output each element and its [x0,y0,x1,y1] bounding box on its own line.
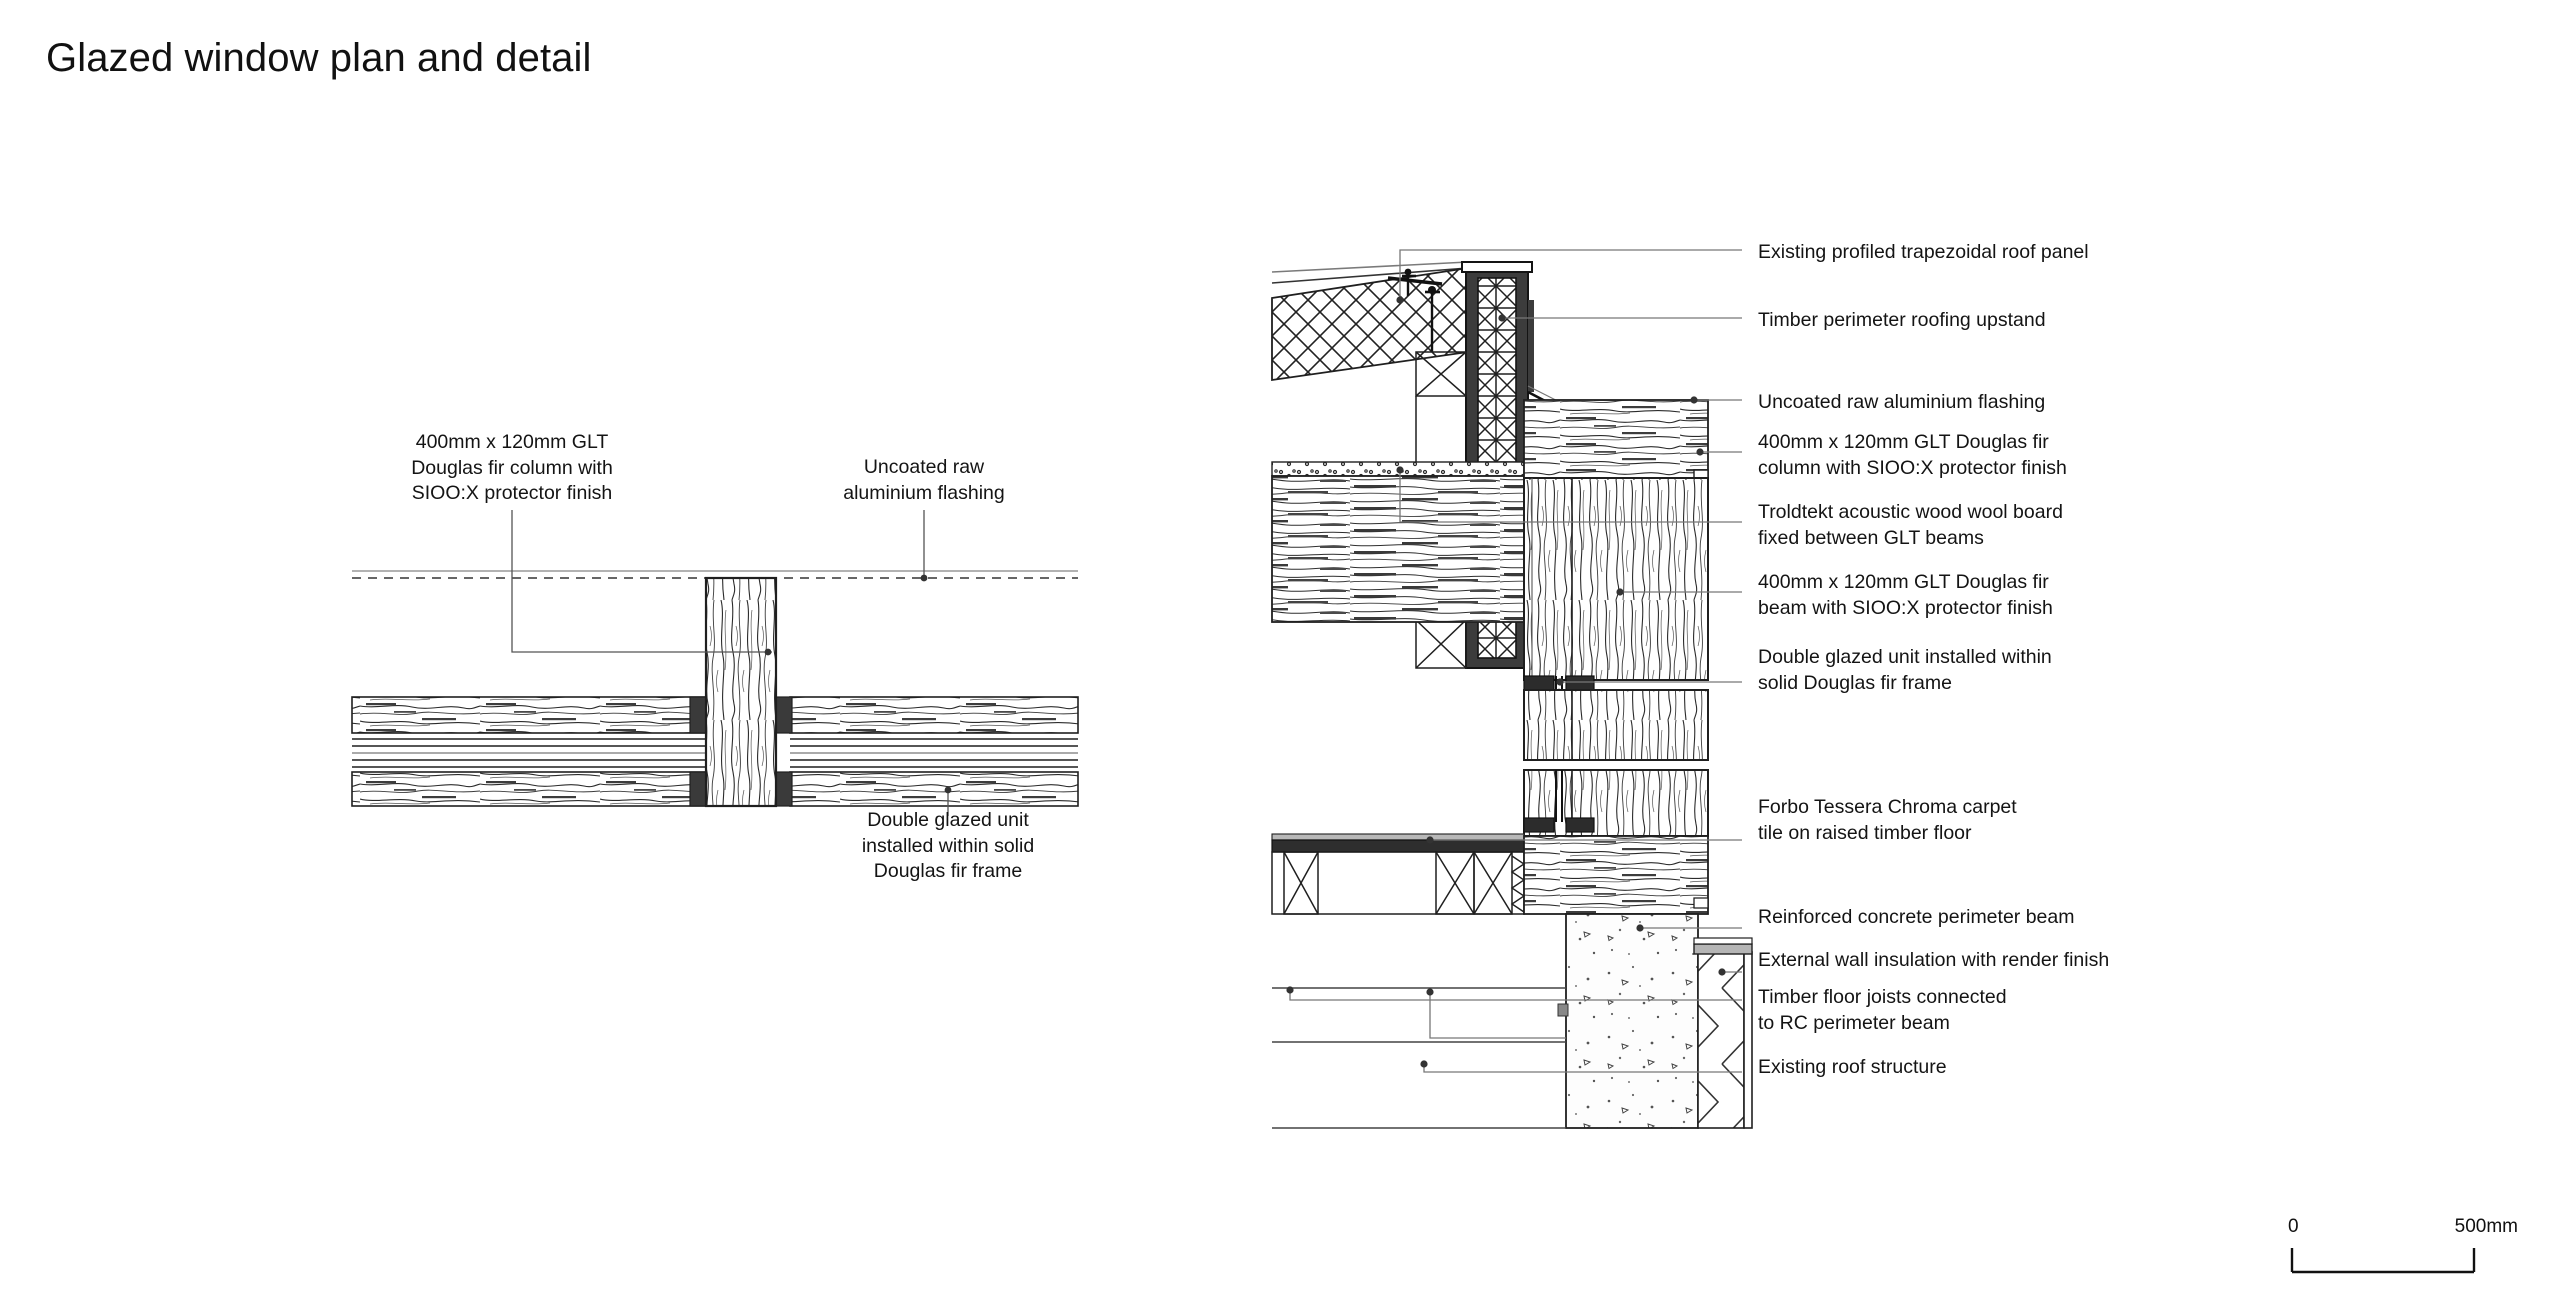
section-timber-sill-plate [1510,835,1709,915]
section-note-column: 400mm x 120mm GLT Douglas fir column wit… [1758,431,2067,479]
section-existing-roof-structure [1272,987,1566,1129]
section-note-upstand: Timber perimeter roofing upstand [1758,309,2046,331]
plan-glazing-right [789,696,1079,807]
section-note-flashing: Uncoated raw aluminium flashing [1758,391,2046,413]
section-note-joists: Timber floor joists connected to RC peri… [1758,986,2007,1034]
section-glazing-head [1523,675,1595,760]
plan-note-flashing: Uncoated raw aluminium flashing [843,456,1005,504]
section-note-roof-panel: Existing profiled trapezoidal roof panel [1758,241,2089,263]
section-glt-column-lower [1523,769,1709,837]
section-note-roof-structure: Existing roof structure [1758,1056,1947,1078]
section-note-rc-beam: Reinforced concrete perimeter beam [1758,906,2075,928]
section-glt-beam [1523,399,1709,479]
section-raised-floor [1271,833,1525,915]
plan-glt-column [704,576,778,808]
scale-bar-start-label: 0 [2288,1216,2299,1237]
section-upstand-blocking [1415,351,1467,669]
section-note-carpet: Forbo Tessera Chroma carpet tile on rais… [1758,796,2017,844]
section-note-beam: 400mm x 120mm GLT Douglas fir beam with … [1758,571,2053,619]
section-external-wall-insulation [1693,937,1753,1129]
plan-frame-packers [689,696,793,807]
section-glt-column-upper [1523,477,1709,681]
section-leaders [1286,249,1742,1073]
section-note-insulation: External wall insulation with render fin… [1758,949,2110,971]
plan-note-glazing: Double glazed unit installed within soli… [861,809,1035,882]
section-note-glazing: Double glazed unit installed within soli… [1758,646,2052,694]
section-glt-column-upper-tail [1523,689,1709,761]
section-note-troldtekt: Troldtekt acoustic wood wool board fixed… [1758,501,2063,549]
section-timber-upstand [1461,261,1534,669]
scale-bar-labels: 0 500mm [2288,1216,2518,1272]
plan-glazing-left [351,696,706,807]
scale-bar-end-label: 500mm [2454,1216,2518,1237]
page-title: Glazed window plan and detail [46,36,592,80]
plan-note-column: 400mm x 120mm GLT Douglas fir column wit… [411,431,613,504]
section-roof-panel [1271,261,1469,382]
section-troldtekt-board [1271,461,1525,623]
plan-leaders [511,510,952,816]
section-roof-fixings [1387,268,1443,352]
section-rc-perimeter-beam [1557,913,1699,1129]
plan-drawing [351,510,1079,816]
section-aluminium-flashing [1527,385,1695,492]
section-drawing [1271,249,1753,1129]
